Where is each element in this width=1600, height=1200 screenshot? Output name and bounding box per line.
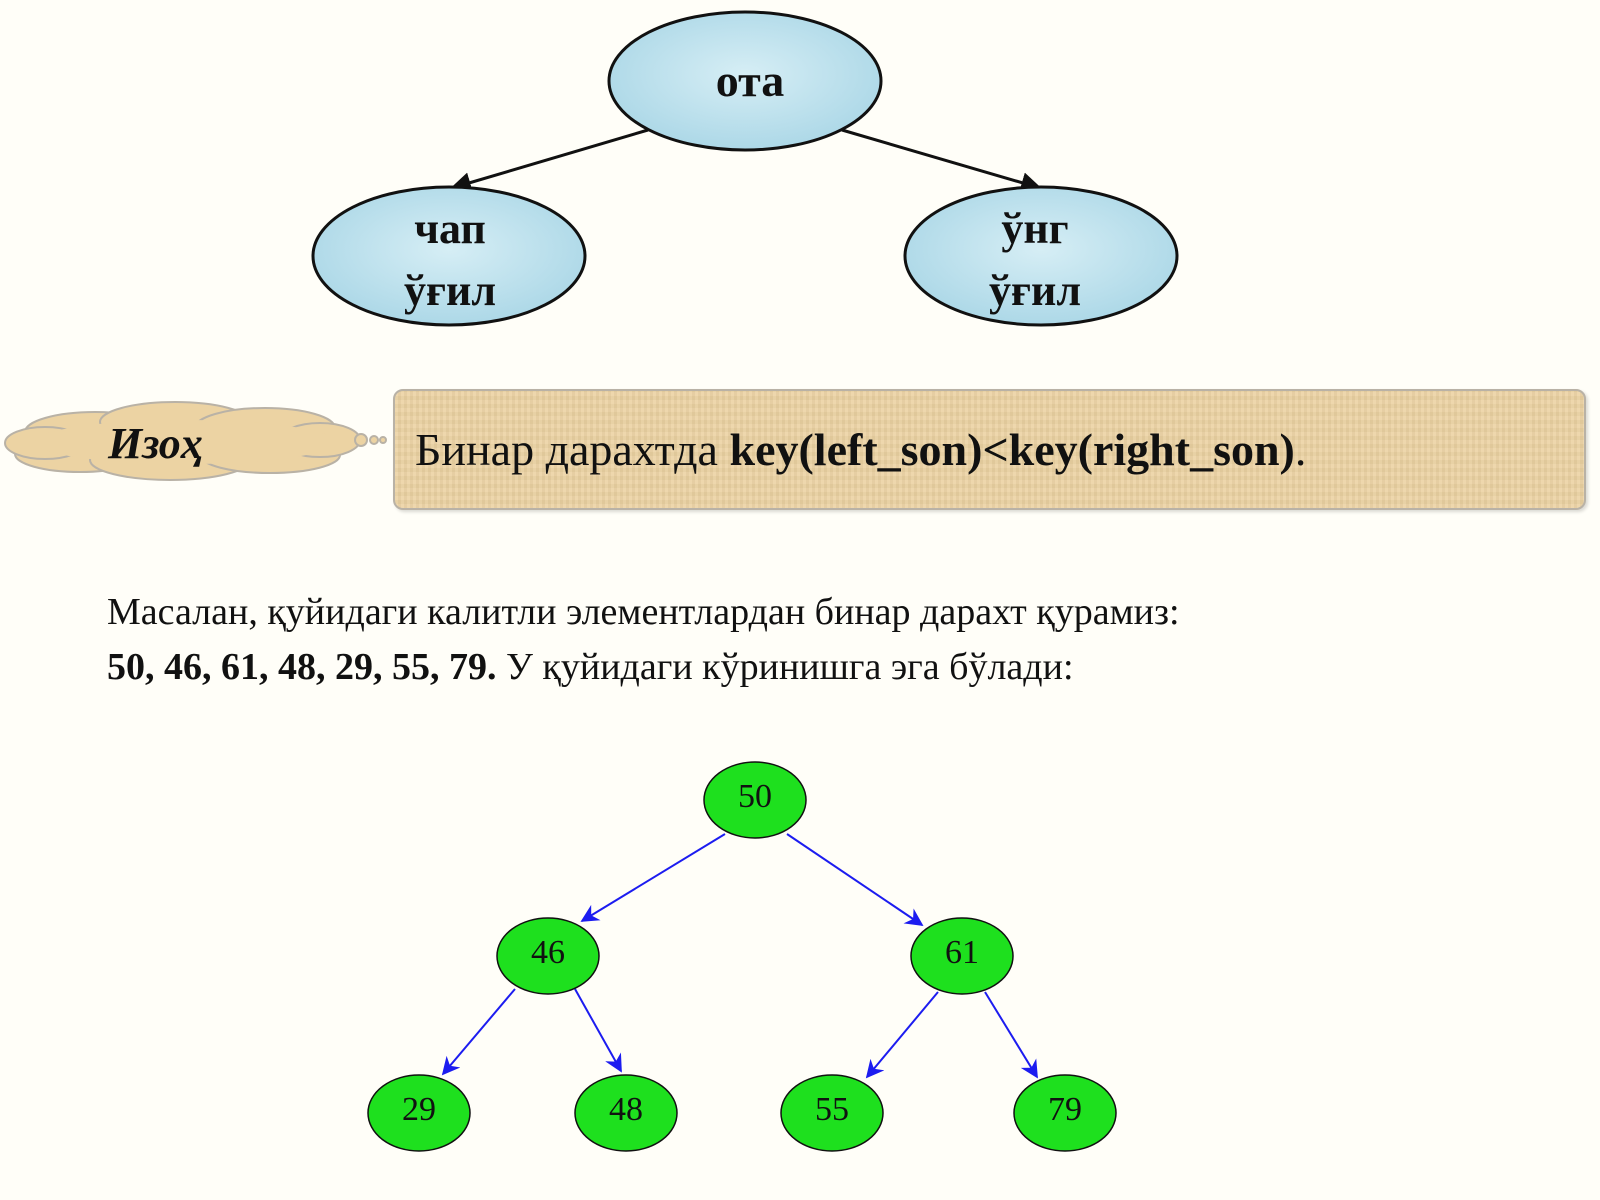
example-line1: Масалан, қуйидаги калитли элементлардан …: [107, 591, 1180, 633]
bst-edge-50-46: [580, 833, 726, 922]
bst-node-55: [780, 1074, 884, 1152]
note-text-suffix: .: [1294, 424, 1307, 475]
bst-node-61: [910, 917, 1014, 995]
right-son-label: ўнг ўғил: [915, 198, 1155, 322]
example-line2: 50, 46, 61, 48, 29, 55, 79. У қуйидаги к…: [107, 645, 1074, 689]
bst-label-29: 29: [402, 1091, 436, 1128]
left-son-node: [311, 185, 587, 327]
right-son-line1: ўнг: [1001, 204, 1069, 253]
bst-label-79: 79: [1048, 1091, 1082, 1128]
bst-label-46: 46: [531, 934, 565, 971]
bst-node-29: [367, 1074, 471, 1152]
bst-node-48: [574, 1074, 678, 1152]
example-line2-rest: У қуйидаги кўринишга эга бўлади:: [496, 646, 1074, 688]
right-son-line2: ўғил: [988, 266, 1082, 315]
bst-edge-61-55: [865, 991, 939, 1079]
edge-parent-left: [449, 128, 649, 193]
example-keys: 50, 46, 61, 48, 29, 55, 79.: [107, 646, 497, 688]
bst-label-48: 48: [609, 1091, 643, 1128]
bst-edge-46-48: [574, 988, 622, 1073]
bst-label-55: 55: [815, 1091, 849, 1128]
note-cloud-label: Изоҳ: [108, 419, 203, 468]
left-son-line1: чап: [414, 204, 486, 253]
bst-label-50: 50: [738, 778, 772, 815]
note-text-bold: key(left_son)<key(right_son): [729, 424, 1295, 475]
bst-edge-61-79: [984, 991, 1038, 1079]
right-son-node: [903, 185, 1179, 327]
bst-node-79: [1013, 1074, 1117, 1152]
note-cloud: [4, 401, 387, 481]
left-son-line2: ўғил: [403, 266, 497, 315]
note-text-prefix: Бинар дарахтда: [415, 424, 730, 475]
bst-node-50: [703, 761, 807, 839]
note-box: Бинар дарахтда key(left_son)<key(right_s…: [393, 389, 1586, 510]
bst-node-46: [496, 917, 600, 995]
left-son-label: чап ўғил: [330, 198, 570, 322]
parent-label: ота: [715, 55, 785, 106]
bst-label-61: 61: [945, 934, 979, 971]
parent-node: [607, 10, 883, 152]
bst-edge-50-61: [786, 833, 924, 927]
edge-parent-right: [841, 128, 1043, 193]
bst-edge-46-29: [441, 988, 516, 1076]
